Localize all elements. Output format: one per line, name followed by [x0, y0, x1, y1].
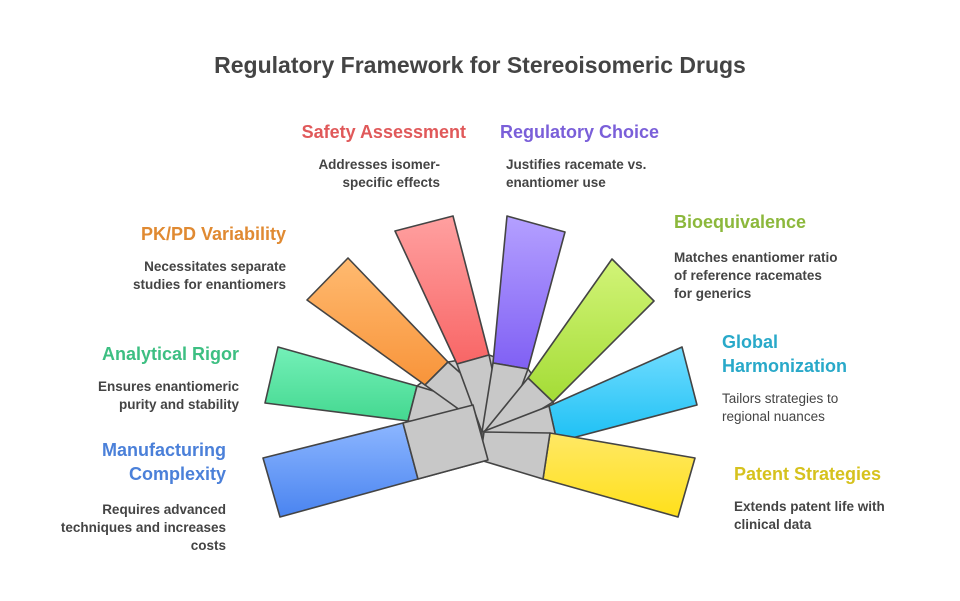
desc-safety-assessment: Addresses isomer-specific effects — [240, 156, 440, 192]
desc-line: for generics — [674, 286, 752, 301]
desc-line: techniques and increases — [60, 520, 226, 535]
desc-global-harmonization: Tailors strategies to regional nuances — [722, 390, 838, 426]
desc-line: Requires advanced — [102, 502, 226, 517]
heading-line: Harmonization — [722, 356, 848, 376]
heading-pkpd-variability: PK/PD Variability — [140, 224, 286, 244]
heading-line: Manufacturing — [102, 440, 226, 460]
desc-line: costs — [190, 538, 226, 553]
desc-line: of reference racemates — [674, 268, 822, 283]
bar-manufacturing-complexity-inner — [402, 404, 489, 480]
desc-line: Ensures enantiomeric — [97, 379, 239, 394]
desc-line: clinical data — [734, 517, 812, 532]
desc-line: regional nuances — [722, 409, 825, 424]
desc-analytical-rigor: Ensures enantiomeric purity and stability — [20, 378, 239, 414]
page-title: Regulatory Framework for Stereoisomeric … — [214, 52, 746, 78]
bar-manufacturing-complexity — [262, 422, 419, 518]
desc-line: Addresses isomer- — [318, 157, 440, 172]
heading-bioequivalence: Bioequivalence — [674, 212, 807, 232]
desc-line: purity and stability — [118, 397, 239, 412]
desc-line: Extends patent life with — [734, 499, 885, 514]
desc-line: Necessitates separate — [144, 259, 286, 274]
desc-patent-strategies: Extends patent life with clinical data — [734, 498, 885, 534]
desc-regulatory-choice: Justifies racemate vs. enantiomer use — [506, 156, 646, 192]
desc-manufacturing-complexity: Requires advanced techniques and increase… — [20, 501, 226, 555]
bar-patent-strategies-inner — [479, 431, 551, 480]
desc-line: Matches enantiomer ratio — [674, 250, 838, 265]
desc-line: specific effects — [342, 175, 440, 190]
heading-line: Global — [722, 332, 779, 352]
desc-bioequivalence: Matches enantiomer ratio of reference rac… — [674, 249, 838, 303]
bar-patent-strategies — [542, 432, 696, 518]
heading-regulatory-choice: Regulatory Choice — [500, 122, 660, 142]
desc-line: Tailors strategies to — [722, 391, 839, 406]
desc-line: Justifies racemate vs. — [506, 157, 647, 172]
heading-safety-assessment: Safety Assessment — [301, 122, 466, 142]
heading-analytical-rigor: Analytical Rigor — [101, 344, 239, 364]
desc-line: studies for enantiomers — [132, 277, 286, 292]
heading-line: Complexity — [128, 464, 226, 484]
desc-pkpd-variability: Necessitates separate studies for enantio… — [60, 258, 286, 294]
heading-patent-strategies: Patent Strategies — [734, 464, 882, 484]
desc-line: enantiomer use — [506, 175, 606, 190]
